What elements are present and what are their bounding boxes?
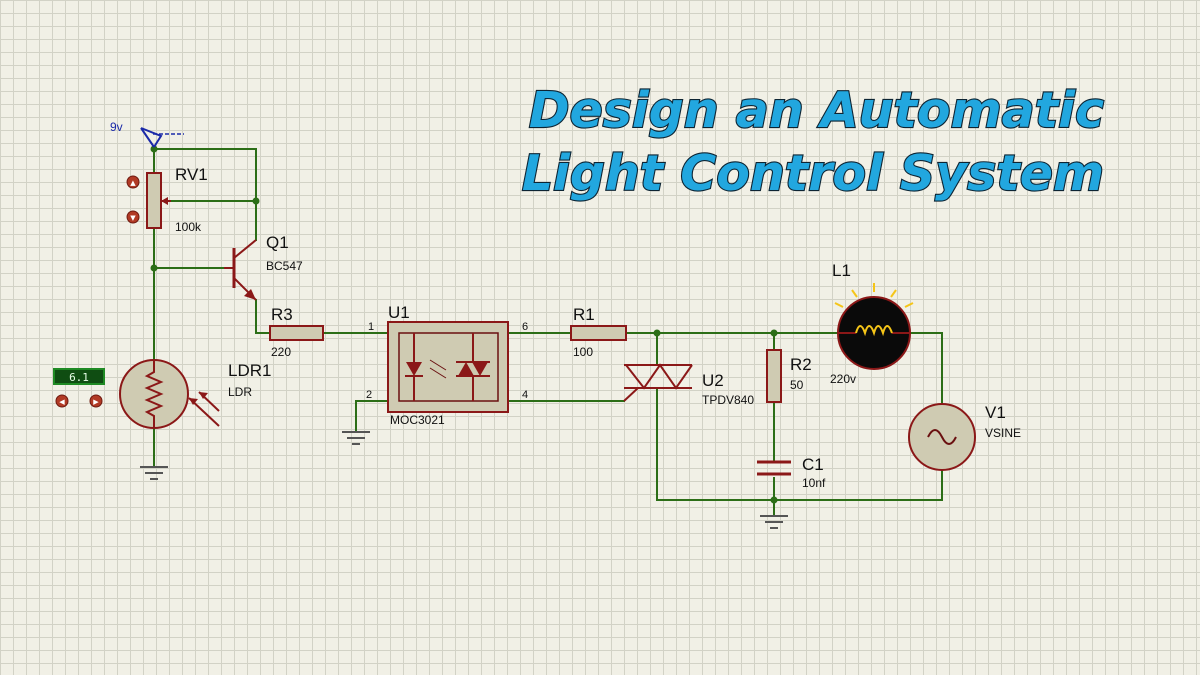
ldr1-increase-button[interactable]: ▶ — [89, 394, 103, 408]
ground-u1 — [342, 431, 370, 445]
u2-ref: U2 — [702, 371, 724, 390]
q1-transistor[interactable]: Q1 BC547 — [224, 233, 303, 301]
ground-ldr — [140, 466, 168, 480]
rv1-increase-button[interactable]: ▲ — [126, 175, 140, 189]
r3-resistor[interactable]: R3 220 — [269, 305, 324, 359]
r3-value: 220 — [271, 345, 291, 359]
title-line-1: Design an Automatic — [529, 82, 1104, 139]
u1-pin-4: 4 — [522, 389, 528, 401]
r1-ref: R1 — [573, 305, 595, 324]
c1-value: 10nf — [802, 476, 826, 490]
u1-ref: U1 — [388, 303, 410, 322]
rv1-potentiometer[interactable]: RV1 100k — [146, 165, 208, 234]
power-terminal-9v[interactable]: 9v — [110, 120, 184, 148]
r1-value: 100 — [573, 345, 593, 359]
q1-ref: Q1 — [266, 233, 289, 252]
rv1-ref: RV1 — [175, 165, 208, 184]
u1-pin-6: 6 — [522, 321, 528, 333]
ldr1-photoresistor[interactable]: LDR1 LDR — [119, 359, 271, 429]
u2-triac[interactable]: U2 TPDV840 — [623, 363, 754, 407]
ground-c1 — [760, 515, 788, 529]
supply-label: 9v — [110, 120, 123, 134]
l1-value: 220v — [830, 372, 856, 386]
c1-capacitor[interactable]: C1 10nf — [757, 455, 826, 490]
title-line-2: Light Control System — [522, 145, 1104, 202]
u1-optocoupler[interactable]: U1 MOC3021 1 2 6 4 — [366, 303, 528, 427]
v1-ac-source[interactable]: V1 VSINE — [908, 403, 1021, 471]
r2-ref: R2 — [790, 355, 812, 374]
r2-value: 50 — [790, 378, 804, 392]
u1-pin-1: 1 — [368, 321, 374, 333]
rv1-value: 100k — [175, 220, 202, 234]
ldr1-light-level-value: 6.1 — [69, 371, 89, 384]
ldr1-ref: LDR1 — [228, 361, 271, 380]
v1-ref: V1 — [985, 403, 1006, 422]
rv1-decrease-button[interactable]: ▼ — [126, 210, 140, 224]
u2-value: TPDV840 — [702, 393, 754, 407]
r1-resistor[interactable]: R1 100 — [570, 305, 627, 359]
lamp-glow-rays — [834, 283, 914, 308]
l1-ref: L1 — [832, 261, 851, 280]
junctions — [150, 145, 778, 504]
ldr1-value: LDR — [228, 385, 252, 399]
l1-lamp[interactable]: L1 220v — [830, 261, 914, 386]
r3-ref: R3 — [271, 305, 293, 324]
q1-value: BC547 — [266, 259, 303, 273]
u1-pin-2: 2 — [366, 389, 372, 401]
v1-value: VSINE — [985, 426, 1021, 440]
r2-resistor[interactable]: R2 50 — [766, 349, 812, 403]
ldr1-decrease-button[interactable]: ◀ — [55, 394, 69, 408]
ldr1-light-level-display: 6.1 — [53, 368, 105, 385]
c1-ref: C1 — [802, 455, 824, 474]
u1-value: MOC3021 — [390, 413, 445, 427]
